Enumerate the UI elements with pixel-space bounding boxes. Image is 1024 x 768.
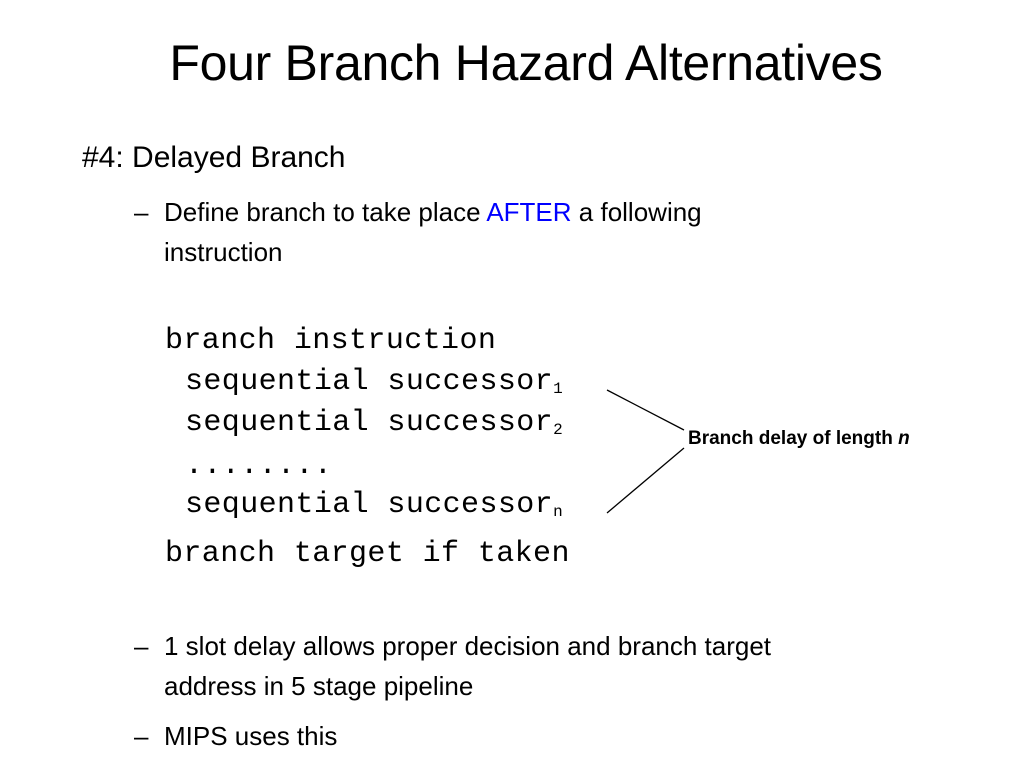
bullet-dash: – [134,721,149,751]
code-branch-target: branch target if taken [165,537,570,571]
bullet-text: Define branch to take place AFTER a foll… [164,192,702,272]
bullet-line-1: 1 slot delay allows proper decision and … [164,631,772,661]
code-successor-n: sequential successorn [185,487,563,530]
bullet-text-after: a following [571,197,702,227]
bullet-dash: – [134,197,149,227]
bullet-dash: – [134,631,149,661]
code-ellipsis: ........ [185,449,333,483]
code-successor-text: sequential successor [185,365,554,399]
bullet-text: MIPS uses this [164,721,338,751]
code-subscript-1: 1 [553,380,564,398]
bullet-line-1: Define branch to take place AFTER a foll… [164,192,702,232]
bullet-text-before: Define branch to take place [164,197,487,227]
bullet-line-2: instruction [164,237,283,267]
code-successor-2: sequential successor2 [185,405,563,448]
code-successor-text: sequential successor [185,406,554,440]
after-keyword: AFTER [486,197,572,227]
bullet-line-2: address in 5 stage pipeline [164,671,474,701]
bracket-line-lower [606,447,685,514]
code-branch-instruction: branch instruction [165,324,497,358]
code-successor-text: sequential successor [185,488,554,522]
branch-delay-label-text: Branch delay of length [688,428,899,449]
slide-title: Four Branch Hazard Alternatives [169,35,883,91]
bullet-text: 1 slot delay allows proper decision and … [164,626,771,706]
section-heading: #4: Delayed Branch [82,141,346,174]
bracket-line-upper [606,389,685,431]
code-subscript-n: n [553,503,564,521]
branch-delay-label: Branch delay of length n [688,426,910,452]
code-successor-1: sequential successor1 [185,364,563,407]
code-subscript-2: 2 [553,421,564,439]
branch-delay-variable: n [898,428,910,449]
